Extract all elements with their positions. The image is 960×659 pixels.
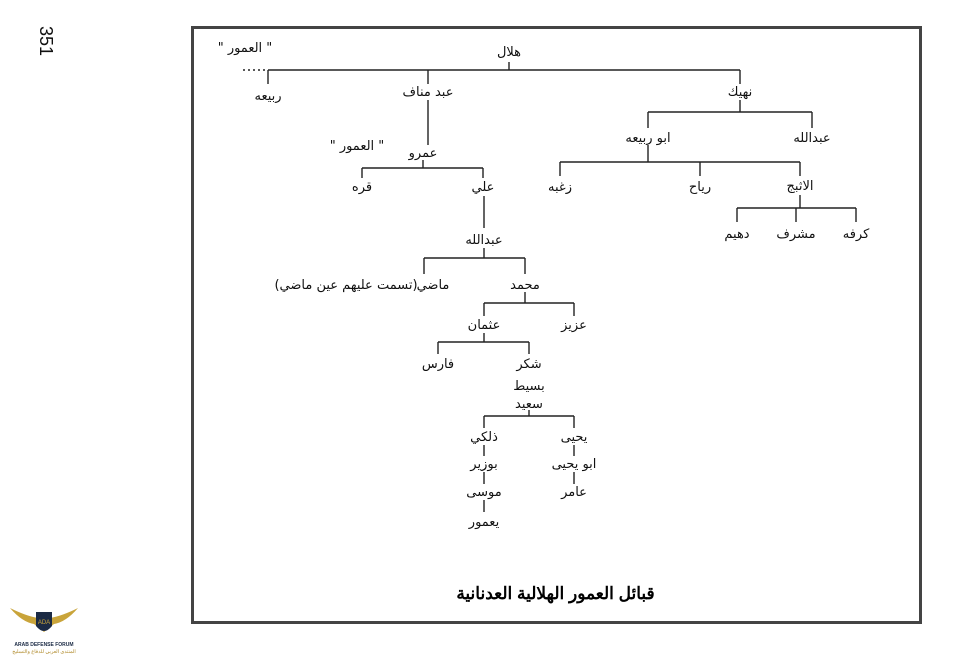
- node-shukr: شكر: [515, 357, 541, 372]
- tag-amour-amr: " العمور ": [330, 139, 385, 154]
- node-mashrif: مشرف: [776, 227, 815, 242]
- node-rabia: ربيعه: [254, 89, 281, 104]
- node-aziz: عزيز: [560, 318, 587, 333]
- logo-subtitle: المنتدى العربي للدفاع والتسليح: [12, 649, 76, 655]
- edge-saeed-children: [483, 410, 575, 428]
- node-amr: عمرو: [408, 146, 438, 161]
- node-nahik: نهيك: [728, 85, 753, 100]
- node-qurra: قره: [352, 180, 372, 195]
- node-othman: عثمان: [468, 318, 501, 333]
- node-hilal: هلال: [497, 45, 521, 60]
- node-karfa: كرفه: [843, 227, 870, 242]
- node-musa: موسى: [466, 485, 501, 500]
- edge-abdullah-children: [423, 248, 526, 274]
- node-fares: فارس: [422, 357, 454, 372]
- svg-text:ADA: ADA: [38, 620, 50, 626]
- edge-root: [268, 62, 740, 71]
- logo-title: ARAB DEFENSE FORUM: [14, 642, 74, 648]
- edge-aburabia-children: [559, 145, 801, 176]
- tree-labels: هلال " العمور " ربيعه عبد مناف نهيك عمرو…: [218, 41, 870, 530]
- diagram-caption: قبائل العمور الهلالية العدنانية: [456, 584, 655, 603]
- edge-muhammad-children: [483, 292, 575, 316]
- diagram-frame: [191, 26, 922, 624]
- node-buzeir: بوزير: [469, 457, 497, 472]
- node-abu-rabia: ابو ربيعه: [625, 131, 670, 146]
- note-madi: (تسمت عليهم عين ماضي): [274, 278, 417, 293]
- tree-edges: [243, 62, 857, 512]
- node-dahhim: دهيم: [724, 227, 749, 242]
- eagle-shield-icon: ADA: [10, 608, 78, 632]
- edge-nahik-children: [647, 100, 813, 128]
- edge-athbaj-children: [736, 195, 857, 222]
- edge-amr-children: [361, 160, 484, 178]
- node-abdullah-r: عبدالله: [793, 131, 830, 146]
- node-saeed: سعيد: [515, 397, 543, 412]
- node-riyah: رياح: [689, 180, 711, 195]
- forum-logo: ADA ARAB DEFENSE FORUM المنتدى العربي لل…: [4, 598, 84, 656]
- tag-amour-top: " العمور ": [218, 41, 273, 56]
- node-abu-yahya: ابو يحيى: [552, 457, 597, 472]
- edge-othman-children: [437, 333, 530, 354]
- node-madi: ماضي: [417, 278, 450, 293]
- node-abd-manaf: عبد مناف: [403, 85, 454, 100]
- node-abdullah: عبدالله: [465, 233, 502, 248]
- node-dhalkhi: ذلكي: [470, 430, 498, 445]
- node-amer: عامر: [560, 485, 587, 500]
- node-yamur: يعمور: [468, 515, 500, 530]
- node-athbaj: الاثبج: [787, 179, 814, 194]
- node-zughba: زغبه: [548, 180, 572, 195]
- node-busayd: بسيط: [513, 379, 544, 394]
- node-yahya: يحيى: [561, 430, 588, 445]
- node-ali: علي: [472, 180, 495, 195]
- node-muhammad: محمد: [510, 278, 540, 293]
